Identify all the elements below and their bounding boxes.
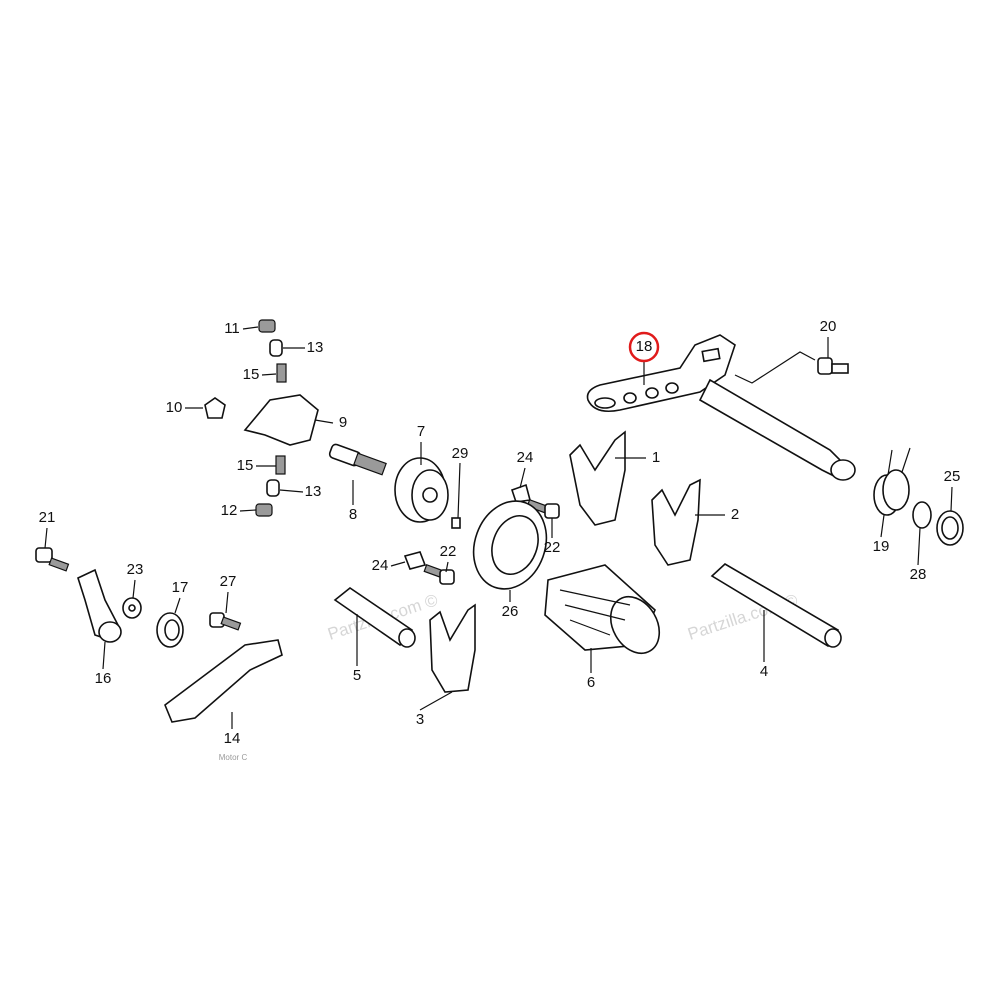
part-29-pin[interactable] — [451, 517, 461, 529]
callout-15[interactable]: 15 — [237, 457, 254, 474]
part-26-bearing[interactable] — [462, 491, 559, 600]
part-15-upper[interactable] — [276, 363, 287, 383]
callout-13[interactable]: 13 — [305, 483, 322, 500]
part-2-shift-fork[interactable] — [651, 478, 701, 566]
part-28-clip[interactable] — [912, 501, 932, 529]
part-17-spring[interactable] — [156, 612, 184, 648]
part-19-spring[interactable] — [873, 447, 911, 516]
callout-28[interactable]: 28 — [910, 566, 927, 583]
part-1-shift-fork[interactable] — [569, 430, 626, 526]
callout-2[interactable]: 2 — [731, 506, 739, 523]
part-24-upper[interactable] — [510, 483, 532, 503]
parts — [35, 319, 964, 723]
callout-29[interactable]: 29 — [452, 445, 469, 462]
callout-24[interactable]: 24 — [372, 557, 389, 574]
callout-8[interactable]: 8 — [349, 506, 357, 523]
leader-lines — [44, 326, 953, 729]
part-22-lower[interactable] — [423, 563, 455, 585]
callout-24[interactable]: 24 — [517, 449, 534, 466]
callout-17[interactable]: 17 — [172, 579, 189, 596]
part-11[interactable] — [258, 319, 276, 333]
callout-12[interactable]: 12 — [221, 502, 238, 519]
callout-10[interactable]: 10 — [166, 399, 183, 416]
part-8-pin[interactable] — [328, 443, 387, 476]
callout-15[interactable]: 15 — [243, 366, 260, 383]
part-27-bolt[interactable] — [209, 612, 242, 631]
callout-13[interactable]: 13 — [307, 339, 324, 356]
part-18-shift-spindle[interactable] — [586, 334, 856, 481]
part-23-washer[interactable] — [122, 597, 142, 619]
part-13-lower[interactable] — [266, 479, 280, 497]
callout-1[interactable]: 1 — [652, 449, 660, 466]
callout-14[interactable]: 14 — [224, 730, 241, 747]
callout-18[interactable]: 18 — [636, 338, 653, 355]
part-13-upper[interactable] — [269, 339, 283, 357]
part-3-shift-fork[interactable] — [429, 603, 476, 693]
callout-3[interactable]: 3 — [416, 711, 424, 728]
callout-25[interactable]: 25 — [944, 468, 961, 485]
callout-16[interactable]: 16 — [95, 670, 112, 687]
part-24-lower[interactable] — [403, 551, 427, 570]
part-12[interactable] — [255, 503, 273, 517]
callout-7[interactable]: 7 — [417, 423, 425, 440]
callout-19[interactable]: 19 — [873, 538, 890, 555]
callout-27[interactable]: 27 — [220, 573, 237, 590]
part-15-lower[interactable] — [275, 455, 286, 475]
callout-21[interactable]: 21 — [39, 509, 56, 526]
part-14-plate[interactable] — [164, 639, 283, 723]
callout-9[interactable]: 9 — [339, 414, 347, 431]
callout-26[interactable]: 26 — [502, 603, 519, 620]
part-9-stopper-arm[interactable] — [243, 394, 319, 446]
part-6-shift-drum[interactable] — [544, 564, 669, 662]
small-text: Motor C — [219, 753, 248, 762]
part-25-washer[interactable] — [936, 510, 964, 546]
callout-20[interactable]: 20 — [820, 318, 837, 335]
callout-11[interactable]: 11 — [224, 320, 240, 337]
highlight-ring — [628, 331, 660, 363]
part-20-bolt[interactable] — [734, 351, 849, 384]
callout-5[interactable]: 5 — [353, 667, 361, 684]
callout-22[interactable]: 22 — [544, 539, 561, 556]
callout-22[interactable]: 22 — [440, 543, 457, 560]
part-7-drum-center[interactable] — [394, 457, 449, 523]
part-4-guide-shaft[interactable] — [710, 563, 840, 648]
callout-23[interactable]: 23 — [127, 561, 144, 578]
callout-6[interactable]: 6 — [587, 674, 595, 691]
part-21-bolt[interactable] — [35, 547, 70, 572]
callout-4[interactable]: 4 — [760, 663, 768, 680]
part-10[interactable] — [204, 397, 226, 419]
